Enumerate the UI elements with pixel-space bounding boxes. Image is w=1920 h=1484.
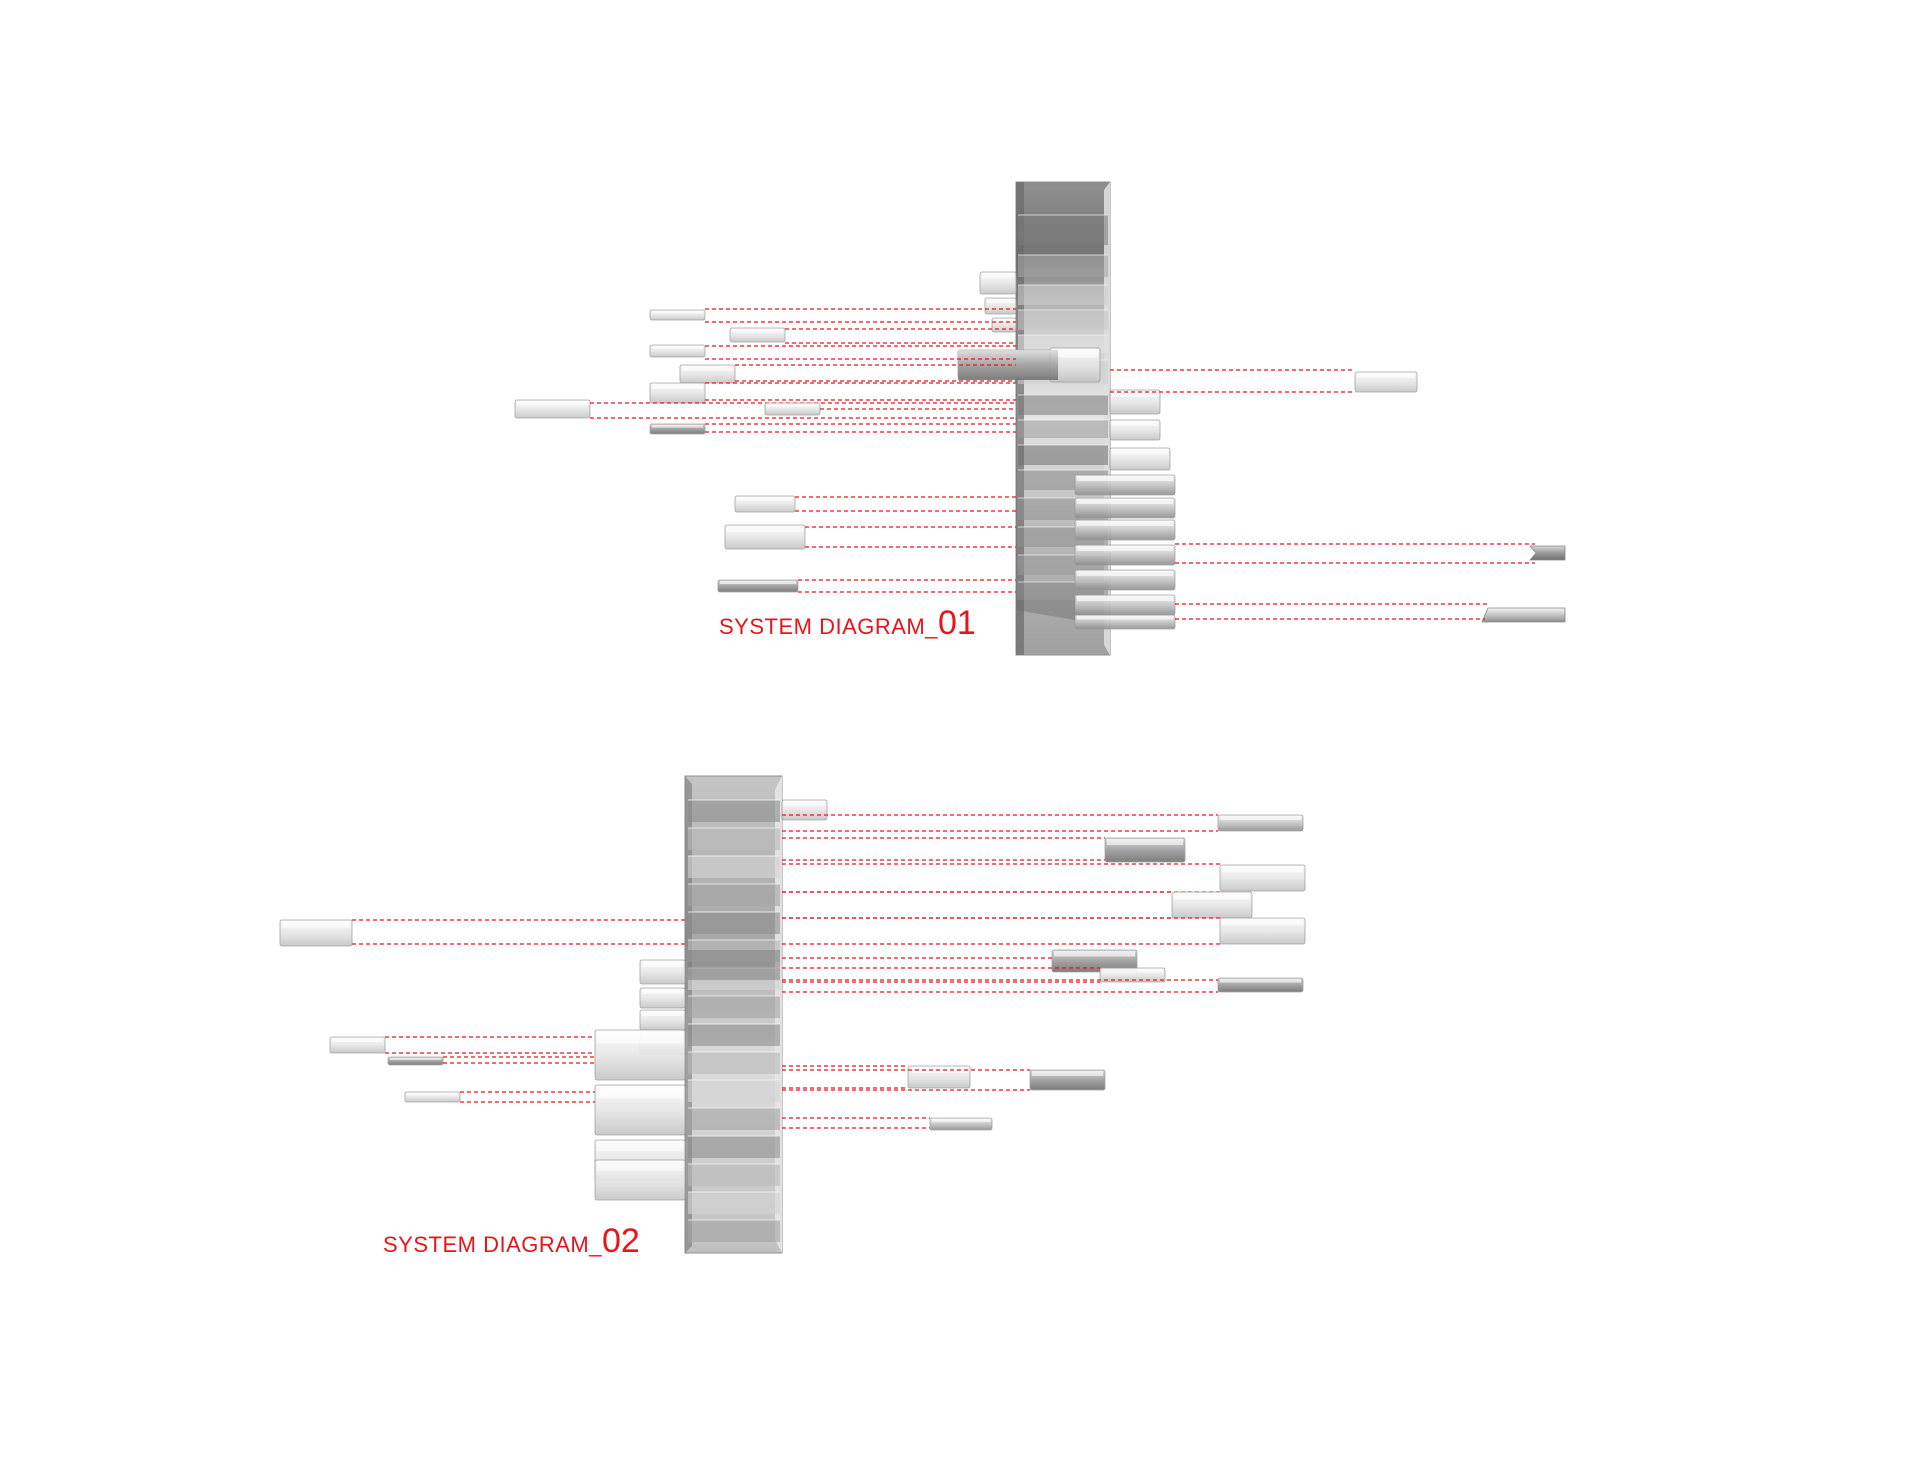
core-slab [688, 884, 780, 906]
diagram-01-label: SYSTEM DIAGRAM_01 [719, 606, 976, 640]
core-slab [1018, 395, 1108, 415]
core-slab [688, 1080, 780, 1102]
core-slab [688, 828, 780, 850]
diagram-01-title: SYSTEM DIAGRAM_ [719, 614, 938, 639]
core-slab [1018, 215, 1108, 245]
diagram-02-number: 02 [601, 1222, 640, 1260]
core-slab [688, 856, 780, 878]
system-diagram-01 [514, 181, 1566, 656]
core-slab [1018, 310, 1108, 330]
diagram-02-label: SYSTEM DIAGRAM_02 [383, 1224, 640, 1258]
core-slab [688, 800, 780, 822]
diagram-01-number: 01 [937, 604, 976, 642]
core-slab [688, 1220, 780, 1242]
core-slab [688, 996, 780, 1018]
diagram-02-title: SYSTEM DIAGRAM_ [383, 1232, 602, 1257]
right-module [1481, 607, 1566, 623]
core-slab [1018, 420, 1108, 438]
system-diagram-02 [279, 775, 1306, 1254]
core-slab [688, 1052, 780, 1074]
core-slab [1018, 285, 1108, 305]
core-slab [688, 1108, 780, 1130]
core-slab-dark [688, 950, 780, 980]
core-slab [688, 912, 780, 934]
core-slab [1018, 255, 1108, 277]
core-slab [688, 1164, 780, 1186]
core-slab [688, 1136, 780, 1158]
right-module [1529, 545, 1566, 561]
core-slab [688, 1024, 780, 1046]
core-slab [1018, 445, 1108, 465]
core-slab [688, 1192, 780, 1214]
